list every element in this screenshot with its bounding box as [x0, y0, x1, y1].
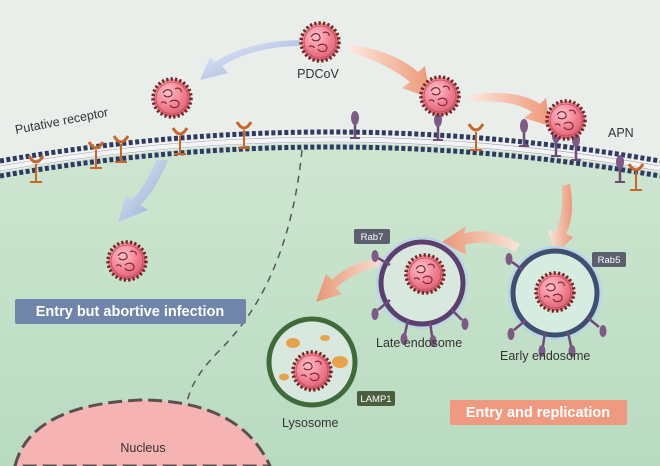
early-endosome-label: Early endosome — [500, 349, 590, 363]
rab7-tag — [354, 229, 390, 244]
virus-label: PDCoV — [297, 67, 339, 81]
cytoplasm — [0, 139, 660, 466]
virus-particle — [151, 77, 193, 119]
arrow-to-apn — [350, 45, 430, 98]
rab5-tag-text: Rab5 — [598, 255, 621, 266]
replication-banner-text: Entry and replication — [466, 405, 610, 421]
rab5-tag — [592, 252, 626, 267]
lamp1-tag-text: LAMP1 — [360, 394, 391, 405]
virus-particle — [545, 99, 587, 141]
virus-particle — [106, 240, 148, 282]
nucleus — [13, 398, 272, 466]
replication-banner — [450, 400, 627, 425]
arrow-attach-apn — [470, 92, 550, 126]
late-endosome — [371, 237, 469, 347]
early-endosome — [505, 246, 607, 357]
lamp1-tag — [357, 391, 395, 406]
virus-particle — [419, 75, 461, 117]
lysosome-label: Lysosome — [282, 416, 339, 430]
arrow-abortive-entry — [118, 160, 168, 222]
late-endosome-label: Late endosome — [376, 336, 462, 350]
abortive-banner-text: Entry but abortive infection — [36, 304, 225, 320]
arrow-lysosome — [316, 258, 388, 302]
divider-line — [184, 149, 303, 421]
apn-label: APN — [608, 126, 634, 140]
arrow-late-endosome — [442, 226, 520, 255]
nucleus-label: Nucleus — [120, 441, 165, 455]
lysosome — [266, 316, 358, 408]
arrow-endocytosis — [548, 184, 573, 256]
abortive-banner — [15, 299, 246, 324]
arrow-to-receptor — [200, 40, 300, 80]
virus-particle — [299, 21, 341, 63]
rab7-tag-text: Rab7 — [361, 232, 384, 243]
